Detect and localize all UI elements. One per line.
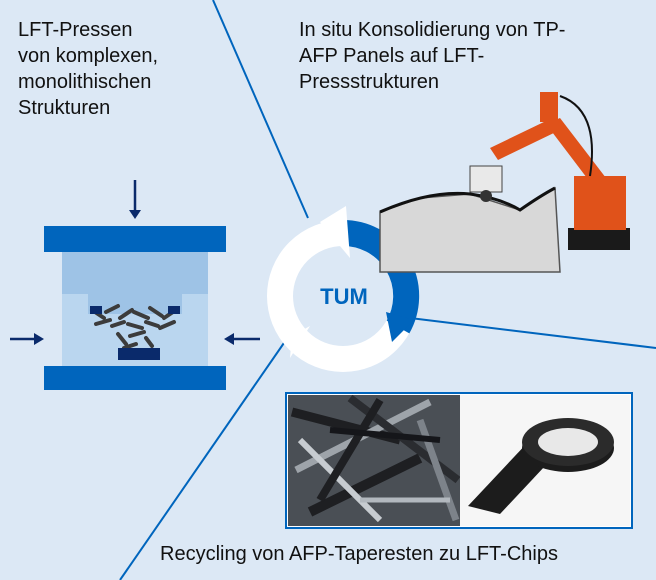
upper-die [62,252,208,294]
label-lft-pressing: LFT-Pressen von komplexen, monolithische… [18,19,159,119]
robot-upper-arm [490,120,560,160]
lower-platen [44,366,226,390]
insert-left [90,306,102,314]
photo-tape-roll [460,395,630,526]
robot-motor [540,92,558,122]
compaction-roller [480,190,492,202]
chips-strips [290,394,461,523]
lower-die-left [62,294,88,366]
tum-logo: TUM [320,285,368,307]
label-in-situ-consolidation: In situ Konsolidierung von TP- AFP Panel… [299,19,566,93]
press-arrowhead-top [129,210,141,219]
robot-base [568,228,630,250]
cycle-arrow-top [320,206,350,258]
afp-head [469,165,503,193]
cycle-arrow-bottom [290,326,310,358]
divider-bottom [119,339,287,580]
insert-right [168,306,180,314]
press-arrowhead-right [224,333,234,345]
divider-right [409,317,656,349]
upper-platen [44,226,226,252]
cycle-arrow-right [386,312,414,342]
label-recycling: Recycling von AFP-Taperesten zu LFT-Chip… [160,543,558,565]
press-mold-illustration [10,180,260,390]
photo-chips [288,394,461,526]
tape-roll-core [538,428,598,456]
robot-body [574,176,626,230]
lower-die-right [182,294,208,366]
tum-logo-text: TUM [320,285,368,307]
robot-cable [559,95,593,177]
press-arrowhead-left [34,333,44,345]
divider-top [212,0,309,219]
divider-lines [119,0,656,580]
robot-illustration [379,92,630,273]
ejector-block [118,348,160,360]
